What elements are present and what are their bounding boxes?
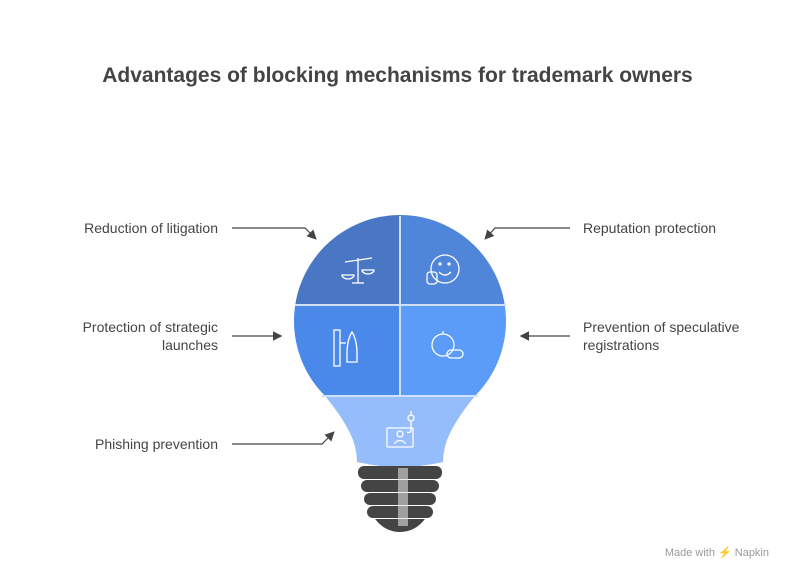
arrow-reputation bbox=[484, 227, 570, 240]
arrow-phishing bbox=[232, 431, 335, 445]
thumbs-up-smiley-icon bbox=[426, 254, 460, 285]
tower-rocket-icon bbox=[333, 329, 358, 367]
label-launches: Protection of strategic launches bbox=[82, 319, 218, 353]
stopwatch-whistle-icon bbox=[431, 331, 464, 359]
arrow-reduction bbox=[232, 227, 317, 240]
segment-reduction bbox=[294, 215, 400, 305]
segment-launches bbox=[294, 305, 400, 395]
page-title: Advantages of blocking mechanisms for tr… bbox=[102, 64, 693, 87]
label-phishing: Phishing prevention bbox=[95, 436, 218, 452]
segment-reputation bbox=[400, 215, 506, 305]
napkin-footer[interactable]: Made with ⚡ Napkin bbox=[664, 547, 769, 559]
label-reduction: Reduction of litigation bbox=[84, 220, 218, 236]
label-speculative: Prevention of speculative registrations bbox=[583, 319, 740, 353]
label-reputation: Reputation protection bbox=[583, 220, 717, 236]
phishing-hook-icon bbox=[386, 411, 415, 448]
scales-icon bbox=[341, 257, 375, 284]
